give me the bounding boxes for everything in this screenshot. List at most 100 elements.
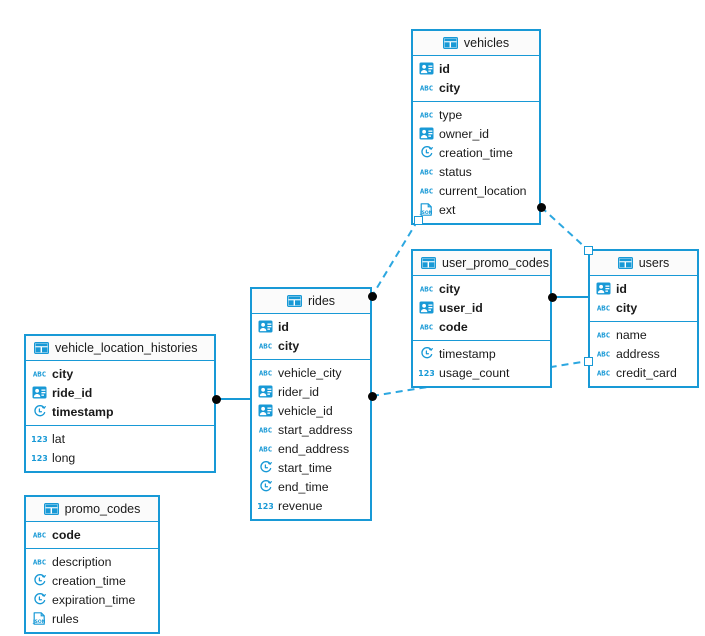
- clock-timestamp-icon: [258, 480, 273, 493]
- abc-text-icon: ABC: [419, 184, 434, 197]
- svg-text:ABC: ABC: [597, 331, 610, 340]
- table-grid-icon: [617, 256, 633, 270]
- column-row[interactable]: ride_id: [26, 383, 214, 402]
- column-row[interactable]: 123 revenue: [252, 496, 370, 515]
- column-row[interactable]: ABC current_location: [413, 181, 539, 200]
- column-row[interactable]: 123 lat: [26, 429, 214, 448]
- number-123-icon: 123: [32, 451, 47, 464]
- svg-text:123: 123: [258, 502, 273, 511]
- clock-timestamp-icon: [32, 593, 47, 606]
- column-name: revenue: [278, 498, 323, 513]
- column-row[interactable]: timestamp: [413, 344, 550, 363]
- abc-text-icon: ABC: [258, 423, 273, 436]
- table-grid-icon: [442, 36, 458, 50]
- column-name: start_time: [278, 460, 332, 475]
- column-row[interactable]: ABC vehicle_city: [252, 363, 370, 382]
- svg-text:123: 123: [32, 435, 47, 444]
- column-name: ride_id: [52, 385, 93, 400]
- number-123-icon: 123: [32, 432, 47, 445]
- column-row[interactable]: creation_time: [26, 571, 158, 590]
- clock-timestamp-icon: [32, 574, 47, 587]
- abc-text-icon: ABC: [32, 528, 47, 541]
- svg-text:ABC: ABC: [597, 369, 610, 378]
- column-name: end_time: [278, 479, 329, 494]
- column-name: lat: [52, 431, 65, 446]
- table-header[interactable]: vehicle_location_histories: [26, 336, 214, 361]
- column-name: timestamp: [439, 346, 496, 361]
- column-row[interactable]: expiration_time: [26, 590, 158, 609]
- table-name: promo_codes: [64, 502, 141, 516]
- table-header[interactable]: promo_codes: [26, 497, 158, 522]
- column-name: user_id: [439, 300, 483, 315]
- table-header[interactable]: users: [590, 251, 697, 276]
- column-row[interactable]: rider_id: [252, 382, 370, 401]
- column-row[interactable]: ABC credit_card: [590, 363, 697, 382]
- column-row[interactable]: id: [590, 279, 697, 298]
- column-row[interactable]: owner_id: [413, 124, 539, 143]
- one-endpoint-square-vehicles-to-users-end: [583, 245, 593, 255]
- table-name: vehicles: [463, 36, 510, 50]
- column-name: vehicle_id: [278, 403, 333, 418]
- column-name: current_location: [439, 183, 527, 198]
- column-name: description: [52, 554, 112, 569]
- column-row[interactable]: timestamp: [26, 402, 214, 421]
- abc-text-icon: ABC: [596, 328, 611, 341]
- abc-text-icon: ABC: [258, 366, 273, 379]
- table-grid-icon: [421, 256, 436, 270]
- column-name: type: [439, 107, 463, 122]
- column-row[interactable]: vehicle_id: [252, 401, 370, 420]
- column-row[interactable]: creation_time: [413, 143, 539, 162]
- column-row[interactable]: start_time: [252, 458, 370, 477]
- key-person-icon: [419, 301, 434, 314]
- table-header[interactable]: user_promo_codes: [413, 251, 550, 276]
- column-name: rules: [52, 611, 79, 626]
- column-row[interactable]: id: [252, 317, 370, 336]
- column-name: id: [616, 281, 627, 296]
- many-endpoint-dot-vehicle_location_histories-to-rides-start: [211, 394, 221, 404]
- key-person-icon: [258, 385, 273, 398]
- svg-text:ABC: ABC: [33, 531, 46, 540]
- column-row[interactable]: user_id: [413, 298, 550, 317]
- table-header[interactable]: vehicles: [413, 31, 539, 56]
- column-row[interactable]: end_time: [252, 477, 370, 496]
- table-header[interactable]: rides: [252, 289, 370, 314]
- column-name: vehicle_city: [278, 365, 342, 380]
- relationship-edge-vehicles-to-users: [540, 206, 589, 251]
- column-row[interactable]: id: [413, 59, 539, 78]
- column-name: city: [278, 338, 300, 353]
- column-name: city: [616, 300, 638, 315]
- key-person-icon: [258, 320, 273, 333]
- column-name: creation_time: [439, 145, 513, 160]
- column-name: credit_card: [616, 365, 677, 380]
